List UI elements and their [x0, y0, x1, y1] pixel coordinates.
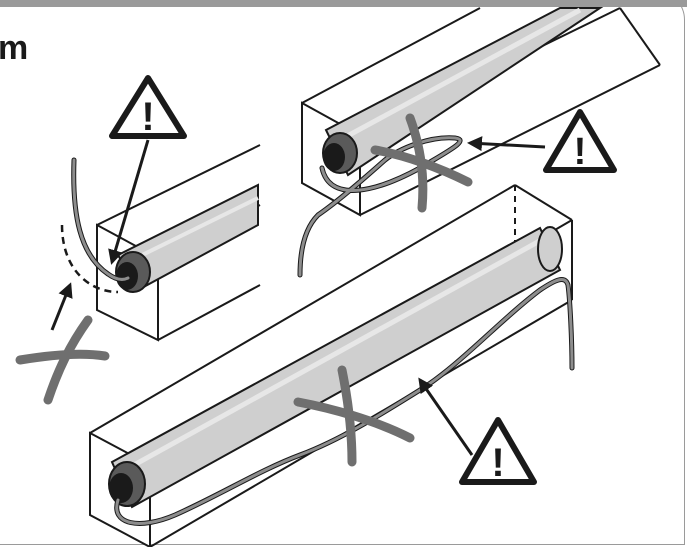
- panel-bottom-box: [89, 184, 575, 547]
- warning-triangle-icon: !: [543, 109, 617, 173]
- bottom-tube-end-face: [109, 473, 133, 503]
- upper-tube-highlight: [338, 7, 582, 143]
- panel-left-box: [15, 144, 261, 405]
- top-border-band: [0, 0, 687, 7]
- left-box-edge: [157, 284, 261, 341]
- heading-fragment: m: [0, 29, 29, 67]
- warning-triangle-icon: !: [459, 417, 537, 485]
- cross-out-icon: [293, 365, 415, 467]
- warning-symbol: !: [574, 131, 587, 173]
- upper-box-edge: [619, 7, 661, 66]
- bottom-box-edge: [514, 184, 573, 221]
- upper-box-edge: [301, 7, 481, 104]
- bottom-cable-wavy-core: [115, 278, 574, 525]
- panel-upper-right-box: [297, 7, 661, 278]
- upper-tube-end-face: [323, 143, 345, 171]
- upper-box-edge: [359, 64, 661, 216]
- pointer-arrow-icon: [467, 136, 546, 152]
- bottom-box-edge: [89, 184, 516, 434]
- left-cable-bent-core: [72, 158, 130, 281]
- pointer-arrow-icon: [418, 377, 474, 456]
- left-tube-highlight: [127, 196, 259, 264]
- warning-symbol: !: [491, 441, 504, 485]
- cross-out-icon: [370, 113, 473, 213]
- pointer-arrow-icon: [108, 139, 150, 265]
- left-box-edge: [96, 144, 261, 226]
- bottom-tube-highlight: [123, 235, 547, 473]
- bottom-tube-far-end: [537, 226, 563, 272]
- cross-out-icon: [15, 315, 110, 405]
- upper-cable-loop-core: [298, 136, 462, 277]
- warning-symbol: !: [141, 95, 154, 139]
- warning-triangle-icon: !: [109, 75, 187, 139]
- pointer-arrow-icon: [50, 282, 73, 331]
- bend-zone-dashed-arc: [60, 224, 119, 294]
